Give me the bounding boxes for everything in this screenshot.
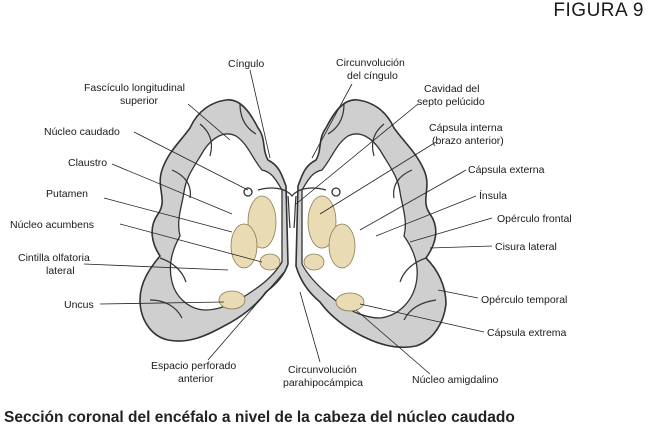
right-amygdala [335, 292, 365, 312]
labels: Cíngulo Circunvolución del cíngulo Fascí… [10, 57, 572, 389]
left-accumbens [259, 253, 281, 271]
label-circ-parahipo-1: Circunvolución [288, 364, 357, 376]
label-operculo-temporal: Opérculo temporal [481, 294, 567, 306]
right-olfactory-dot [331, 187, 341, 197]
corpus-callosum [257, 187, 327, 197]
label-operculo-frontal: Opérculo frontal [497, 213, 572, 225]
right-caudate [307, 195, 337, 249]
label-capsula-externa: Cápsula externa [468, 164, 545, 176]
label-cintilla-2: lateral [46, 265, 75, 277]
label-circ-cingulo-2: del cíngulo [347, 70, 398, 82]
label-nucleo-acumbens: Núcleo acumbens [10, 219, 94, 231]
left-olfactory-dot [243, 187, 253, 197]
right-sulci [327, 103, 437, 321]
label-fasciculo-2: superior [120, 95, 158, 107]
right-putamen [328, 223, 356, 269]
label-circ-cingulo-1: Circunvolución [336, 57, 405, 69]
brain-section [139, 99, 447, 349]
coronal-section-diagram: Cíngulo Circunvolución del cíngulo Fascí… [10, 57, 572, 389]
figure-number: FIGURA 9 [553, 0, 644, 21]
figure-caption: Sección coronal del encéfalo a nivel de … [4, 409, 515, 426]
label-circ-parahipo-2: parahipocámpica [283, 377, 363, 389]
label-cintilla-1: Cintilla olfatoria [18, 252, 90, 264]
left-putamen [230, 223, 258, 269]
label-capsula-interna-2: (brazo anterior) [432, 135, 504, 147]
label-cavidad-2: septo pelúcido [417, 96, 485, 108]
label-insula: Ínsula [479, 189, 507, 202]
label-capsula-interna-1: Cápsula interna [429, 122, 503, 134]
label-nucleo-amigdalino: Núcleo amigdalino [412, 374, 499, 386]
left-sulci [149, 103, 257, 319]
label-claustro: Claustro [68, 157, 107, 169]
label-uncus: Uncus [64, 299, 94, 311]
label-fasciculo-1: Fascículo longitudinal [84, 82, 185, 94]
left-amygdala [218, 290, 246, 310]
label-espacio-1: Espacio perforado [151, 360, 236, 372]
label-nucleo-caudado: Núcleo caudado [44, 126, 120, 138]
right-accumbens [303, 253, 325, 271]
label-putamen: Putamen [46, 188, 88, 200]
septum-pellucidum [287, 195, 297, 229]
label-cingulo: Cíngulo [228, 58, 264, 70]
leader-lines [83, 69, 493, 375]
label-capsula-extrema: Cápsula extrema [487, 327, 567, 339]
label-cavidad-1: Cavidad del [424, 83, 479, 95]
label-cisura-lateral: Cisura lateral [495, 241, 557, 253]
nuclei [218, 187, 365, 312]
label-espacio-2: anterior [178, 373, 214, 385]
